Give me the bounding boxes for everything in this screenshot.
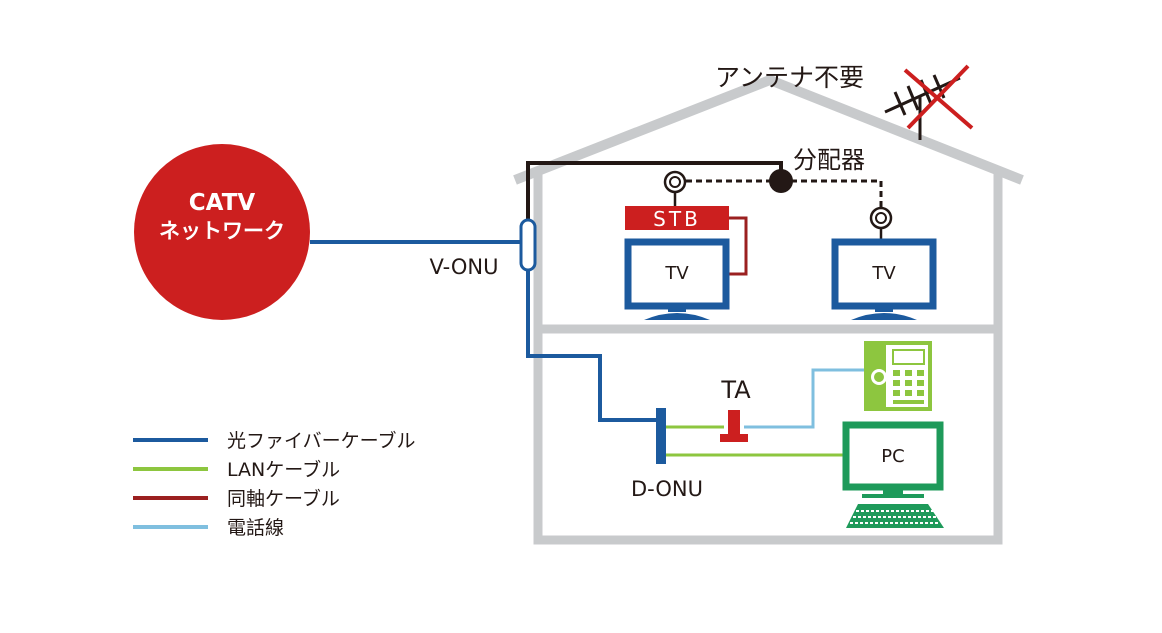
antenna-not-needed-label: アンテナ不要 <box>715 63 864 92</box>
stb-label: STB <box>653 207 701 231</box>
antenna-crossed-icon <box>884 64 974 140</box>
stb-box <box>625 206 729 230</box>
v-onu-label: V-ONU <box>430 255 499 279</box>
fiber-cable-to-d-onu <box>526 268 656 422</box>
tv-left-label: TV <box>664 263 689 284</box>
legend-label-fiber: 光ファイバーケーブル <box>227 429 415 452</box>
pc-label: PC <box>881 446 904 467</box>
wall-outlet-left-icon <box>663 170 687 206</box>
splitter-icon <box>769 169 793 193</box>
ta-device <box>720 410 748 442</box>
legend-label-coax: 同軸ケーブル <box>227 487 340 510</box>
tv-right-icon <box>831 238 937 320</box>
coax-cable-stb-tv <box>727 216 748 276</box>
pc-icon <box>842 421 944 528</box>
wall-outlet-right-icon <box>869 206 893 240</box>
legend: 光ファイバーケーブル LANケーブル 同軸ケーブル 電話線 <box>133 429 415 539</box>
telephone-icon <box>864 341 932 411</box>
dashed-line-right <box>781 179 883 207</box>
catv-network-label: ネットワーク <box>159 219 285 243</box>
legend-label-lan: LANケーブル <box>227 458 340 481</box>
tv-right-label: TV <box>871 263 896 284</box>
d-onu-device <box>656 408 666 464</box>
v-onu-device <box>519 218 537 272</box>
ta-label: TA <box>720 376 751 404</box>
legend-label-phone: 電話線 <box>227 517 284 539</box>
d-onu-label: D-ONU <box>631 477 703 501</box>
catv-network-circle <box>134 144 310 320</box>
house-outline <box>513 74 1024 545</box>
phone-line <box>744 368 866 429</box>
tv-left-icon <box>624 238 730 320</box>
splitter-label: 分配器 <box>793 146 865 174</box>
catv-label: CATV <box>189 190 256 216</box>
